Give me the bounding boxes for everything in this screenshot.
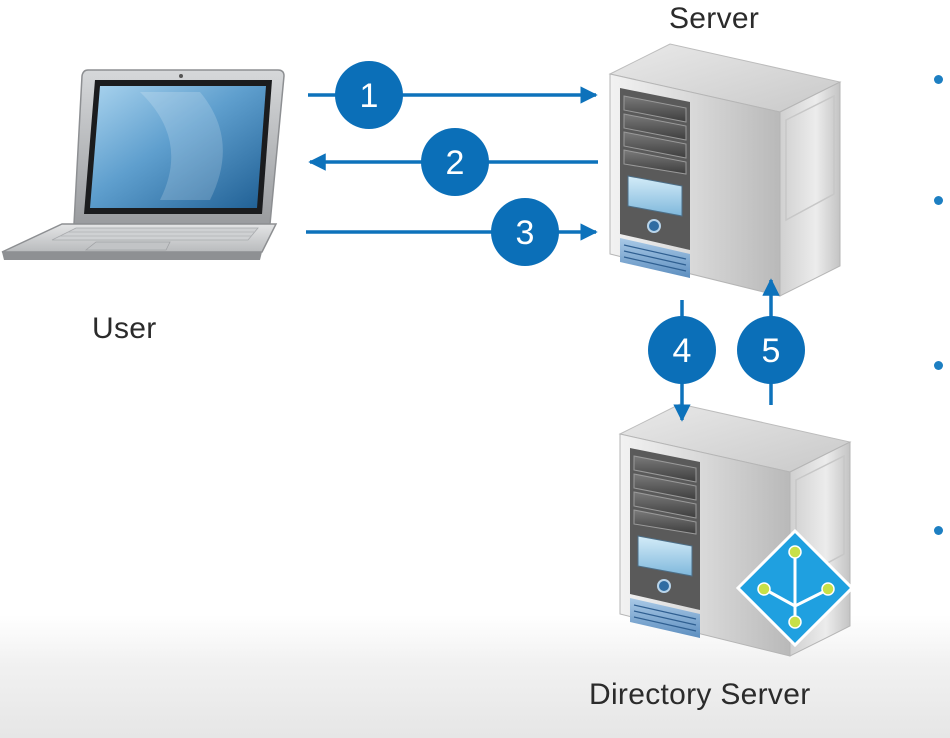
bullet-point: [934, 75, 943, 84]
step-number-1: 1: [360, 77, 379, 115]
bullet-point: [934, 196, 943, 205]
step-badge-2: 2: [421, 128, 489, 196]
directory-tree-icon: [735, 528, 855, 648]
step-badge-1: 1: [335, 61, 403, 129]
user-label: User: [92, 312, 157, 345]
step-number-5: 5: [762, 332, 781, 370]
server-icon: [609, 43, 841, 297]
step-number-4: 4: [673, 332, 692, 370]
directory-server-label: Directory Server: [589, 678, 811, 711]
step-number-2: 2: [446, 144, 465, 182]
laptop-icon: [1, 69, 285, 260]
bullet-point: [934, 526, 943, 535]
server-label: Server: [669, 2, 760, 35]
step-badge-5: 5: [737, 316, 805, 384]
step-badge-4: 4: [648, 316, 716, 384]
step-badge-3: 3: [491, 198, 559, 266]
bullet-point: [934, 361, 943, 370]
step-number-3: 3: [516, 214, 535, 252]
